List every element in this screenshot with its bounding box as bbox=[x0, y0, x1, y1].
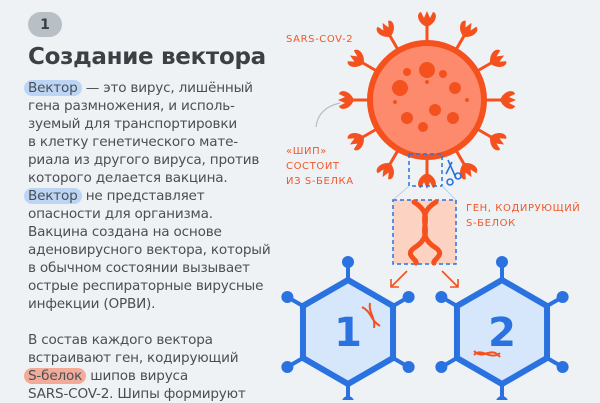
vector-1-number: 1 bbox=[334, 310, 362, 356]
spike-label-line: СОСТОИТ bbox=[286, 161, 340, 172]
spike-petal bbox=[418, 173, 436, 189]
spike-petal bbox=[347, 49, 364, 67]
virus-dot bbox=[429, 104, 441, 116]
vector-spike-ball bbox=[402, 361, 415, 373]
highlight-s-protein: S-белок bbox=[24, 368, 87, 384]
text-line: в клетку генетического мате- bbox=[28, 134, 238, 150]
spike-head bbox=[376, 20, 394, 37]
text-line: риала из другого вируса, против bbox=[28, 152, 260, 168]
vector-spike-ball bbox=[402, 291, 415, 303]
virus-dot bbox=[447, 112, 459, 124]
virus-dot bbox=[392, 80, 408, 96]
virus-dot bbox=[403, 68, 411, 76]
virus-dot bbox=[419, 62, 435, 78]
text-line: — это вирус, лишённый bbox=[81, 80, 253, 96]
spike-head bbox=[460, 20, 478, 37]
step-badge: 1 bbox=[28, 12, 62, 37]
vector-spike-ball bbox=[556, 291, 569, 303]
vector-spike-ball bbox=[496, 256, 508, 268]
virus-label: SARS-COV-2 bbox=[286, 34, 353, 45]
spike-label-line: «ШИП» bbox=[286, 146, 327, 157]
description-text: Вектор — это вирус, лишённый гена размно… bbox=[24, 79, 288, 403]
text-line: в обычном состоянии вызывает bbox=[28, 260, 250, 276]
text-line: острые респираторные вирусные bbox=[28, 278, 264, 294]
spike-petal bbox=[460, 20, 478, 37]
virus-body bbox=[367, 40, 487, 160]
text-line: которого делается вакцина. bbox=[28, 170, 228, 186]
page-title: Создание вектора bbox=[28, 44, 266, 70]
spike-petal bbox=[376, 20, 394, 37]
virus-dot bbox=[401, 112, 413, 124]
spike-selection-box bbox=[408, 153, 443, 187]
virus-dot bbox=[449, 82, 461, 94]
vector-spike-ball bbox=[435, 291, 448, 303]
text-line: SARS-COV-2. Шипы формируют bbox=[28, 386, 246, 402]
spike-petal bbox=[460, 163, 478, 180]
highlight-vector: Вектор bbox=[24, 188, 82, 204]
spike-head bbox=[460, 163, 478, 180]
spike-label-line: ИЗ S-БЕЛКА bbox=[286, 176, 354, 187]
vector-spike-ball bbox=[281, 361, 294, 373]
arrow-icon bbox=[390, 270, 459, 288]
text-line: инфекции (ОРВИ). bbox=[28, 296, 156, 312]
spike-petal bbox=[338, 91, 354, 109]
highlight-vector: Вектор bbox=[24, 80, 82, 96]
spike-petal bbox=[418, 11, 436, 27]
text-line: гена размножения, и исполь- bbox=[28, 98, 235, 114]
spike-head bbox=[418, 173, 436, 189]
spike-head bbox=[490, 49, 507, 67]
text-line: не представляет bbox=[81, 188, 205, 204]
spike-head bbox=[347, 133, 364, 151]
vector-spike-ball bbox=[342, 396, 354, 400]
spike-head bbox=[347, 49, 364, 67]
virus-dot bbox=[425, 80, 429, 84]
vector-2-icon bbox=[435, 256, 569, 400]
gene-label-line: S-БЕЛОК bbox=[466, 218, 516, 229]
pointer-line bbox=[315, 102, 341, 128]
dna-icon bbox=[407, 199, 443, 266]
vector-spike-ball bbox=[556, 361, 569, 373]
text-line: В состав каждого вектора bbox=[28, 332, 213, 348]
text-line: аденовирусного вектора, который bbox=[28, 242, 271, 258]
virus-dot bbox=[393, 100, 397, 104]
vector-spike-ball bbox=[281, 291, 294, 303]
text-line: опасности для организма. bbox=[28, 206, 213, 222]
spike-head bbox=[418, 11, 436, 27]
spike-petal bbox=[500, 91, 516, 109]
text-line: шипов вируса bbox=[86, 368, 188, 384]
vector-spike-ball bbox=[342, 256, 354, 268]
scissors-icon bbox=[445, 159, 462, 186]
vector-spike-ball bbox=[435, 361, 448, 373]
text-line: зуемый для транспортировки bbox=[28, 116, 237, 132]
text-line: Вакцина создана на основе bbox=[28, 224, 222, 240]
spike-petal bbox=[490, 49, 507, 67]
spike-head bbox=[490, 133, 507, 151]
vector-spike-ball bbox=[496, 396, 508, 400]
spike-petal bbox=[490, 133, 507, 151]
spike-head bbox=[376, 163, 394, 180]
virus-dot bbox=[465, 98, 469, 102]
gene-label-line: ГЕН, КОДИРУЮЩИЙ bbox=[466, 201, 580, 214]
spike-petal bbox=[376, 163, 394, 180]
virus-dot bbox=[439, 70, 447, 78]
spike-head bbox=[500, 91, 516, 109]
text-line: встраивают ген, кодирующий bbox=[28, 350, 239, 366]
vector-2-number: 2 bbox=[488, 310, 516, 356]
spike-petal bbox=[347, 133, 364, 151]
virus-dot bbox=[418, 122, 428, 132]
spike-head bbox=[338, 91, 354, 109]
virus-icon bbox=[338, 11, 516, 189]
dna-small-icon bbox=[361, 302, 501, 358]
vector-capsid bbox=[453, 277, 551, 387]
